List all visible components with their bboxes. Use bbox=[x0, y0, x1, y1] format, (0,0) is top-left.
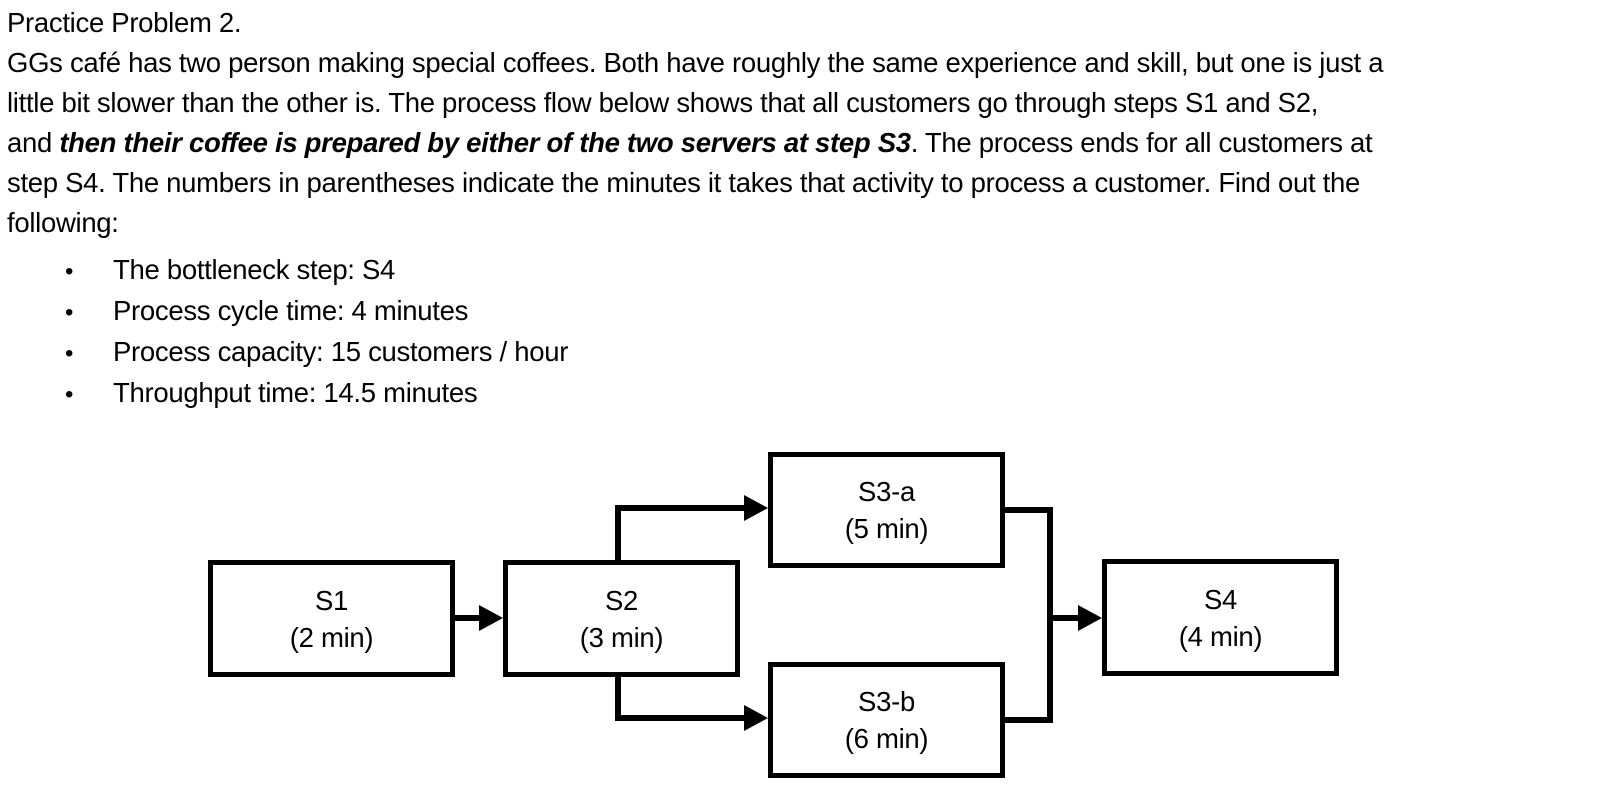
bullet-marker: • bbox=[65, 299, 74, 326]
connector-s3b-merge bbox=[1005, 717, 1053, 723]
process-box-s3a: S3-a (5 min) bbox=[768, 452, 1005, 568]
arrowhead-s1-s2-icon bbox=[479, 605, 503, 631]
bullet-item: • Throughput time: 14.5 minutes bbox=[7, 372, 1587, 413]
page-title: Practice Problem 2. bbox=[7, 7, 242, 38]
paragraph-segment-emphasis: then their coffee is prepared by either … bbox=[59, 127, 911, 158]
process-box-s1: S1 (2 min) bbox=[208, 560, 455, 677]
bullet-list: • The bottleneck step: S4 • Process cycl… bbox=[7, 249, 1587, 413]
connector-s2-s3b-horizontal bbox=[615, 715, 744, 721]
box-label: S1 bbox=[314, 584, 349, 616]
box-label: S3-a bbox=[858, 476, 915, 507]
box-time: (5 min) bbox=[844, 513, 929, 544]
arrowhead-merge-s4-icon bbox=[1078, 605, 1102, 631]
paragraph-segment: and bbox=[7, 127, 60, 158]
box-label: S2 bbox=[604, 584, 639, 616]
paragraph-segment: . The process ends for all customers at bbox=[910, 127, 1373, 158]
problem-statement: Practice Problem 2. GGs café has two per… bbox=[7, 3, 1587, 413]
process-box-s2: S2 (3 min) bbox=[503, 560, 740, 677]
arrowhead-s2-s3b-icon bbox=[744, 705, 768, 731]
bullet-text: Process cycle time: 4 minutes bbox=[113, 295, 469, 326]
paragraph-line: step S4. The numbers in parentheses indi… bbox=[7, 167, 1360, 198]
paragraph-line: GGs café has two person making special c… bbox=[7, 47, 1384, 78]
connector-s2-s3a-horizontal bbox=[615, 505, 744, 511]
paragraph-line: following: bbox=[7, 207, 119, 238]
connector-s3a-merge bbox=[1005, 507, 1053, 513]
bullet-text: Throughput time: 14.5 minutes bbox=[113, 377, 478, 408]
bullet-item: • Process capacity: 15 customers / hour bbox=[7, 331, 1587, 372]
bullet-item: • The bottleneck step: S4 bbox=[7, 249, 1587, 290]
bullet-item: • Process cycle time: 4 minutes bbox=[7, 290, 1587, 331]
bullet-text: Process capacity: 15 customers / hour bbox=[113, 336, 569, 367]
box-label: S3-b bbox=[858, 686, 915, 717]
bullet-marker: • bbox=[65, 381, 74, 408]
connector-s2-s3b-vertical bbox=[615, 677, 621, 721]
process-box-s3b: S3-b (6 min) bbox=[768, 662, 1005, 778]
connector-s2-s3a-vertical bbox=[615, 505, 621, 560]
paragraph-line: little bit slower than the other is. The… bbox=[7, 87, 1319, 118]
bullet-marker: • bbox=[65, 258, 74, 285]
arrowhead-s2-s3a-icon bbox=[744, 495, 768, 521]
box-time: (3 min) bbox=[579, 621, 664, 653]
process-box-s4: S4 (4 min) bbox=[1102, 559, 1339, 676]
connector-s1-s2 bbox=[455, 615, 481, 621]
box-time: (2 min) bbox=[289, 621, 374, 653]
connector-merge-s4 bbox=[1047, 615, 1078, 621]
box-label: S4 bbox=[1203, 583, 1238, 615]
box-time: (6 min) bbox=[844, 723, 929, 754]
bullet-text: The bottleneck step: S4 bbox=[113, 254, 396, 285]
bullet-marker: • bbox=[65, 340, 74, 367]
paragraph-line: and then their coffee is prepared by eit… bbox=[7, 123, 1587, 163]
box-time: (4 min) bbox=[1178, 620, 1263, 652]
